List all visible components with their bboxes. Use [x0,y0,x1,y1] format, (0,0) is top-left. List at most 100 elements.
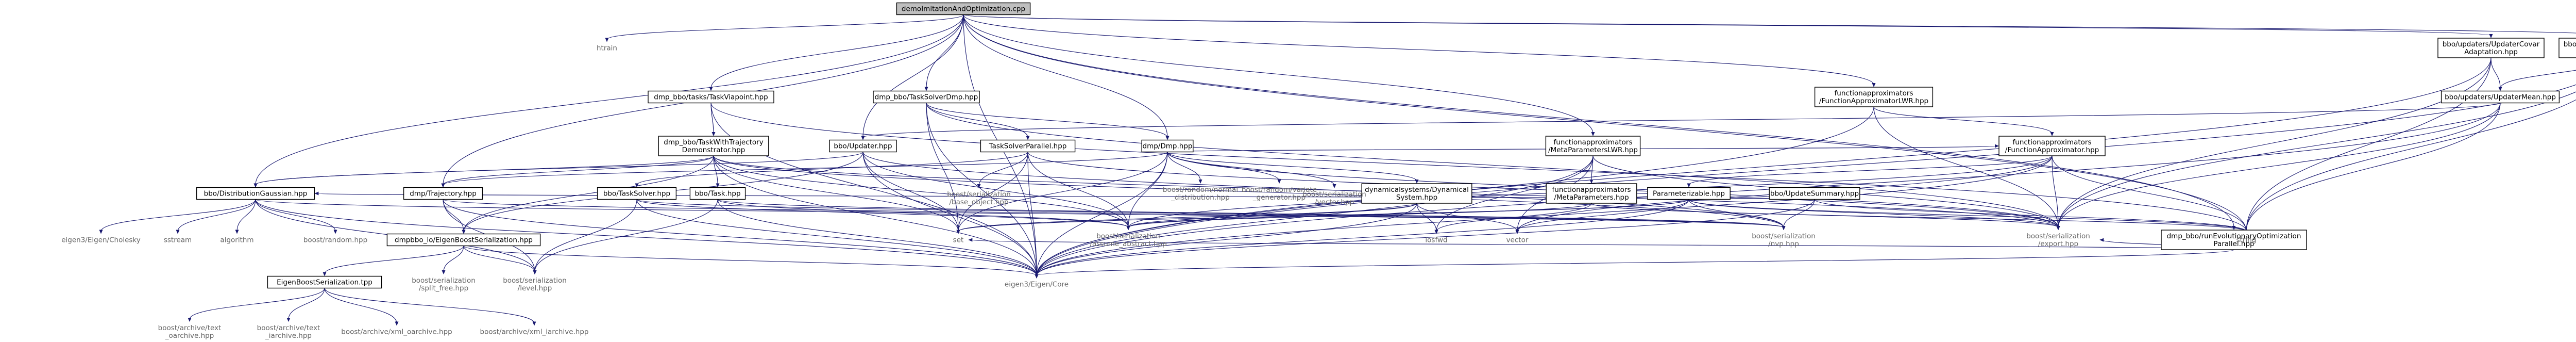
edge-root-to-dmp [963,14,1168,138]
edge-arrowhead [314,191,319,196]
edge-arrowhead [956,230,960,234]
node-box [658,136,769,156]
edge-dynsys-to-eigencore [1036,203,1417,276]
node-fa[interactable]: functionapproximators/FunctionApproximat… [1998,136,2106,156]
edge-arrowhead [1515,230,1519,234]
node-label: Adaptation.hpp [2464,48,2518,56]
node-label: boost/serialization [1752,232,1816,240]
node-label: htrain [597,44,617,53]
node-box [2437,38,2545,58]
edge-root-to-updcovadapt [963,14,2492,36]
node-dmp[interactable]: dmp/Dmp.hpp [1141,139,1194,153]
edge-arrowhead [1994,144,1999,148]
node-eigenfilebin[interactable]: EigenBoostSerialization.tpp [267,275,382,289]
node-eigenboost[interactable]: dmpbbo_io/EigenBoostSerialization.hpp [386,233,541,247]
edge-root-to-tasksolverdmp [926,14,964,89]
node-tasksolverdmp[interactable]: dmp_bbo/TaskSolverDmp.hpp [873,90,980,104]
edge-distgauss-to-bsnvp [255,199,1784,228]
node-updcovdecay[interactable]: bbo/updaters/UpdaterCovarDecay.hpp [2558,38,2576,58]
edge-arrowhead [176,230,180,234]
node-taskviapoint[interactable]: dmp_bbo/tasks/TaskViapoint.hpp [648,90,774,104]
node-trajectory[interactable]: dmp/Trajectory.hpp [403,187,483,200]
edge-tasksolverdmp-to-set [926,103,959,232]
edge-arrowhead [924,87,928,91]
edge-arrowhead [1589,180,1594,184]
edge-task-to-bslevel [534,199,718,272]
edge-taskwithtraj-to-trajectory [443,155,714,185]
edge-taskviapoint-to-string [710,103,2247,232]
node-label: /FunctionApproximator.hpp [2005,146,2099,154]
edge-arrowhead [968,238,973,242]
edge-parameterizable-to-string [1688,199,2247,232]
edge-root-to-htrain [606,14,964,40]
edge-arrowhead [442,270,446,274]
edge-trajectory-to-bsnvp [443,199,1784,228]
node-falwr[interactable]: functionapproximators/FunctionApproximat… [1814,87,1934,107]
edge-tasksolver-to-bsassume [636,199,1129,228]
node-updmean[interactable]: bbo/updaters/UpdaterMean.hpp [2441,90,2560,104]
node-fametalwr[interactable]: functionapproximators/MetaParametersLWR.… [1545,136,1641,156]
edge-arrowhead [1687,183,1691,188]
node-bsnvp: boost/serialization/nvp.hpp [1752,232,1816,248]
edge-tasksolverparallel-to-bsbase [978,152,1028,186]
edge-root-to-falwr [963,14,1874,85]
node-tasksolverparallel[interactable]: TaskSolverParallel.hpp [980,139,1076,153]
node-label: algorithm [220,236,253,245]
node-label: sstream [164,236,192,245]
edge-arrowhead [1165,136,1170,140]
edge-fameta-to-string [1591,203,2247,232]
edge-eigenboost-to-bslevel [463,246,535,272]
edge-distgauss-to-sstream [177,199,256,232]
edge-dmp-to-brnormal [1167,152,1201,182]
edge-dynsys-to-iosfwd [1416,203,1437,232]
edge-arrowhead [709,87,713,91]
edge-arrowhead [395,321,399,326]
edge-fa-to-bsexport [2052,155,2059,228]
node-task[interactable]: bbo/Task.hpp [689,187,746,200]
edge-falwr-to-fa [1873,106,2053,134]
node-label: bbo/DistributionGaussian.hpp [204,190,308,198]
node-taskwithtraj[interactable]: dmp_bbo/TaskWithTrajectoryDemonstrator.h… [658,136,769,156]
edge-arrowhead [188,318,192,322]
node-label: bbo/TaskSolver.hpp [603,190,670,198]
node-fameta[interactable]: functionapproximators/MetaParameters.hpp [1546,183,1637,204]
node-updatesummary[interactable]: bbo/UpdateSummary.hpp [1769,187,1860,200]
edge-arrowhead [323,272,327,276]
node-updater[interactable]: bbo/Updater.hpp [829,139,897,153]
edge-arrowhead [99,230,103,234]
edges-layer [99,14,2576,326]
edge-taskwithtraj-to-set [713,155,959,232]
edge-eigenfilebin-to-baxmlo [324,288,397,323]
edge-arrowhead [605,38,609,42]
node-distgauss[interactable]: bbo/DistributionGaussian.hpp [196,187,315,200]
node-root[interactable]: demoImitationAndOptimization.cpp [896,2,1031,15]
edge-tasksolver-to-bsnvp [636,199,1784,228]
edge-updater-to-eigencore [862,152,1037,276]
node-label: eigen3/Eigen/Cholesky [61,236,141,245]
edge-eigenfilebin-to-baxmli [324,288,535,323]
edge-eigenfilebin-to-batexti [288,288,325,320]
node-parameterizable[interactable]: Parameterizable.hpp [1647,187,1731,200]
edge-arrowhead [1126,226,1130,230]
node-box [2558,38,2576,58]
node-tasksolver[interactable]: bbo/TaskSolver.hpp [597,187,677,200]
node-box [829,139,897,153]
edge-updatesummary-to-bsnvp [1783,199,1815,228]
node-label: dmp/Trajectory.hpp [410,190,477,198]
node-boostrandom: boost/random.hpp [303,236,367,245]
nodes-layer: demoImitationAndOptimization.cpp htrain dm… [61,2,2576,340]
edge-updcovadapt-to-string [2246,57,2492,232]
node-eigencore: eigen3/Eigen/Core [1005,281,1069,289]
edge-arrowhead [286,318,291,322]
node-runevo[interactable]: dmp_bbo/runEvolutionaryOptimizationParal… [2161,230,2307,250]
edge-dynsys-to-set [958,203,1417,232]
node-label: /MetaParameters.hpp [1554,193,1629,202]
edge-arrowhead [1277,180,1281,184]
edge-dmp-to-dynsys [1167,152,1417,182]
edge-runevo-to-set [970,239,2234,250]
edge-updmean-to-string [2246,103,2501,232]
edge-taskwithtraj-to-eigencore [713,155,1037,276]
node-label: functionapproximators [1554,138,1633,146]
